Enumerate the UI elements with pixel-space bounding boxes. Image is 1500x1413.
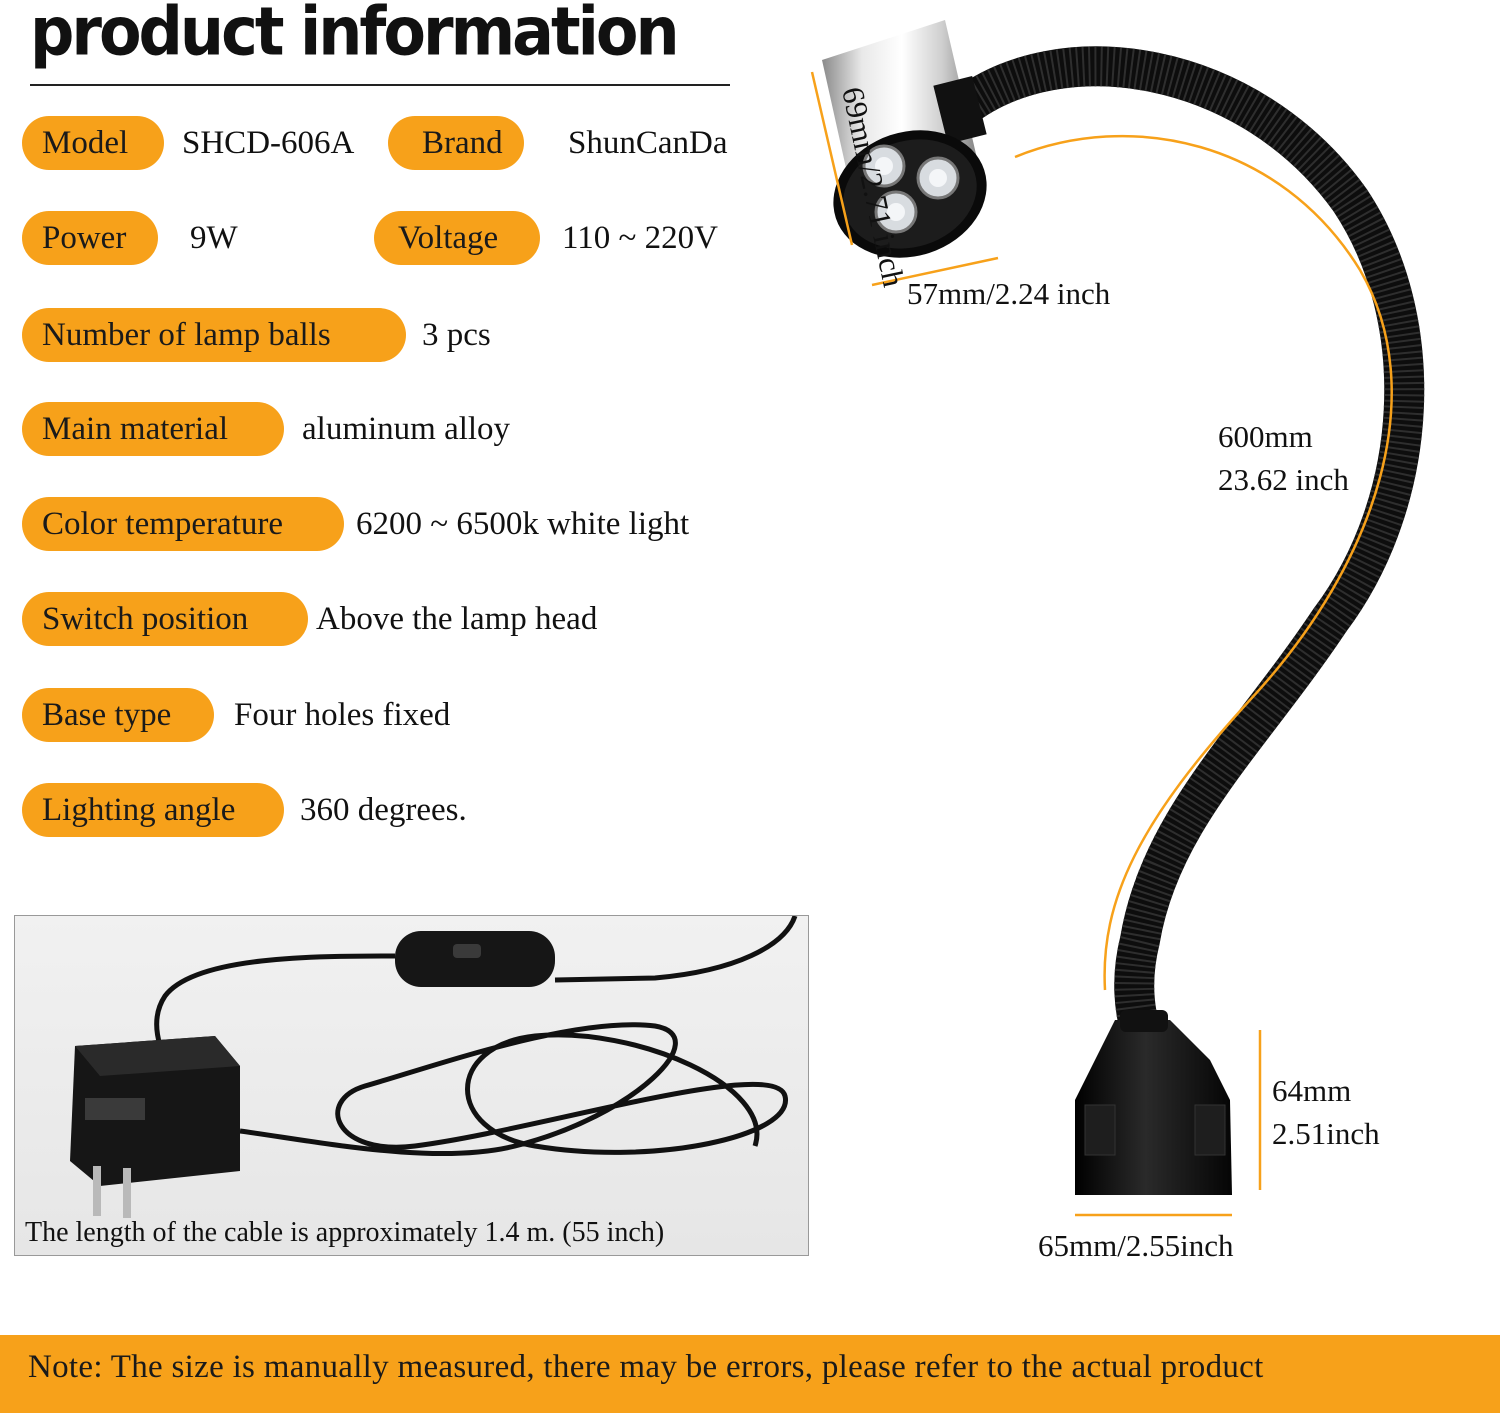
lamp-base <box>1075 1010 1232 1195</box>
power-value: 9W <box>190 220 238 256</box>
power-adapter-illustration <box>70 916 798 1218</box>
base-height-in-label: 2.51inch <box>1272 1116 1380 1151</box>
base-height-mm-label: 64mm <box>1272 1073 1352 1108</box>
lamp-head <box>822 20 987 258</box>
note-banner: Note: The size is manually measured, the… <box>0 1335 1500 1413</box>
angle-label: Lighting angle <box>22 783 284 837</box>
base-type-value: Four holes fixed <box>234 697 451 733</box>
lamp-balls-value: 3 pcs <box>422 317 491 353</box>
head-width-label: 57mm/2.24 inch <box>907 276 1111 311</box>
base-type-label: Base type <box>22 688 214 742</box>
switch-value: Above the lamp head <box>316 601 598 637</box>
page-title: product information <box>30 0 680 71</box>
voltage-value: 110 ~ 220V <box>562 220 718 256</box>
cable-caption: The length of the cable is approximately… <box>25 1217 665 1248</box>
switch-label: Switch position <box>22 592 308 646</box>
cable-photo: The length of the cable is approximately… <box>14 915 809 1256</box>
power-label: Power <box>22 211 158 265</box>
base-width-label: 65mm/2.55inch <box>1038 1228 1234 1263</box>
material-label: Main material <box>22 402 284 456</box>
neck-length-in-label: 23.62 inch <box>1218 462 1349 497</box>
head-height-line <box>810 71 854 246</box>
neck-length-arc <box>1014 134 1393 991</box>
brand-value: ShunCanDa <box>568 125 728 161</box>
model-value: SHCD-606A <box>182 125 355 161</box>
model-label: Model <box>22 116 164 170</box>
neck-length-mm-label: 600mm <box>1218 419 1313 454</box>
material-value: aluminum alloy <box>302 411 511 447</box>
angle-value: 360 degrees. <box>300 792 467 828</box>
lamp-balls-label: Number of lamp balls <box>22 308 406 362</box>
color-temp-value: 6200 ~ 6500k white light <box>356 506 690 542</box>
voltage-label: Voltage <box>374 211 540 265</box>
color-temp-label: Color temperature <box>22 497 344 551</box>
head-width-line <box>871 256 999 287</box>
title-underline <box>30 84 730 86</box>
brand-label: Brand <box>388 116 524 170</box>
note-text: Note: The size is manually measured, the… <box>28 1349 1264 1385</box>
